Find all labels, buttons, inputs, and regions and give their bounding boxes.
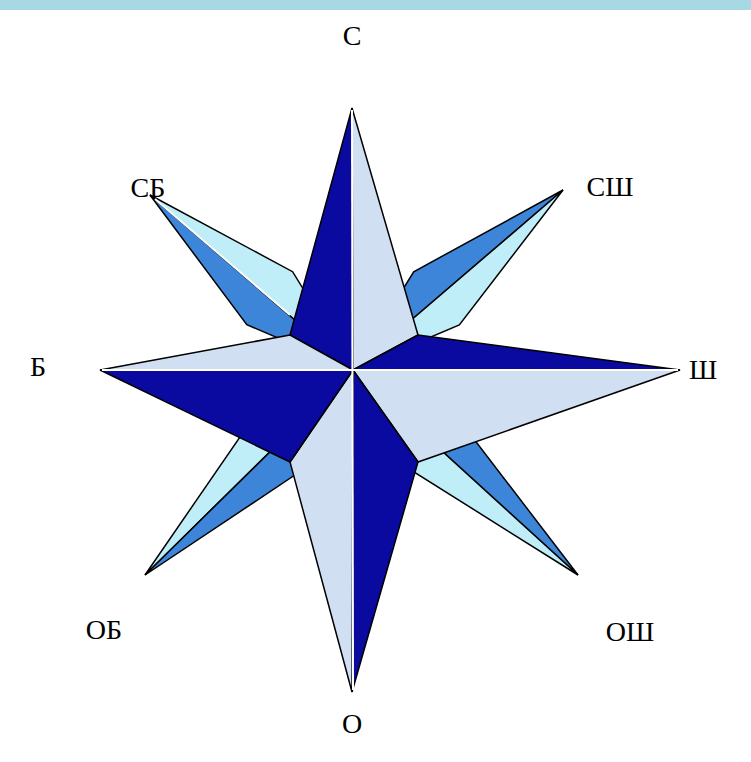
direction-label: Ш: [689, 356, 717, 384]
direction-label: О: [342, 710, 362, 738]
direction-label: С: [343, 22, 362, 50]
direction-label: Б: [30, 353, 46, 381]
direction-label: ОШ: [606, 618, 654, 646]
direction-label: СШ: [587, 173, 634, 201]
direction-label: СБ: [131, 174, 166, 202]
top-bar: [0, 0, 751, 10]
direction-label: ОБ: [86, 616, 122, 644]
